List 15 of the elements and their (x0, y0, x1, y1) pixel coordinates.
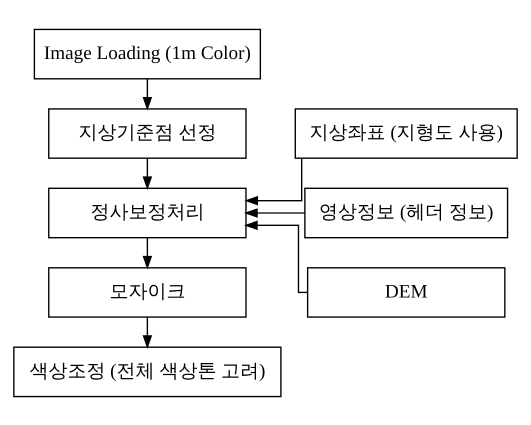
arrow (142, 158, 152, 190)
node-box: 정사보정처리 (48, 187, 247, 238)
arrow (142, 78, 152, 110)
node-box: 지상기준점 선정 (48, 108, 247, 158)
node-box: Image Loading (1m Color) (34, 28, 262, 79)
arrow (244, 220, 308, 293)
arrow (142, 237, 152, 270)
node-box: 색상조정 (전체 색상톤 고려) (13, 346, 282, 397)
node-box: 모자이크 (48, 266, 247, 318)
arrow (244, 208, 305, 218)
node-box: DEM (306, 266, 506, 318)
node-box: 지상좌표 (지형도 사용) (294, 108, 518, 158)
arrow (142, 316, 152, 348)
node-box: 영상정보 (헤더 정보) (304, 187, 508, 238)
arrow (244, 158, 302, 205)
